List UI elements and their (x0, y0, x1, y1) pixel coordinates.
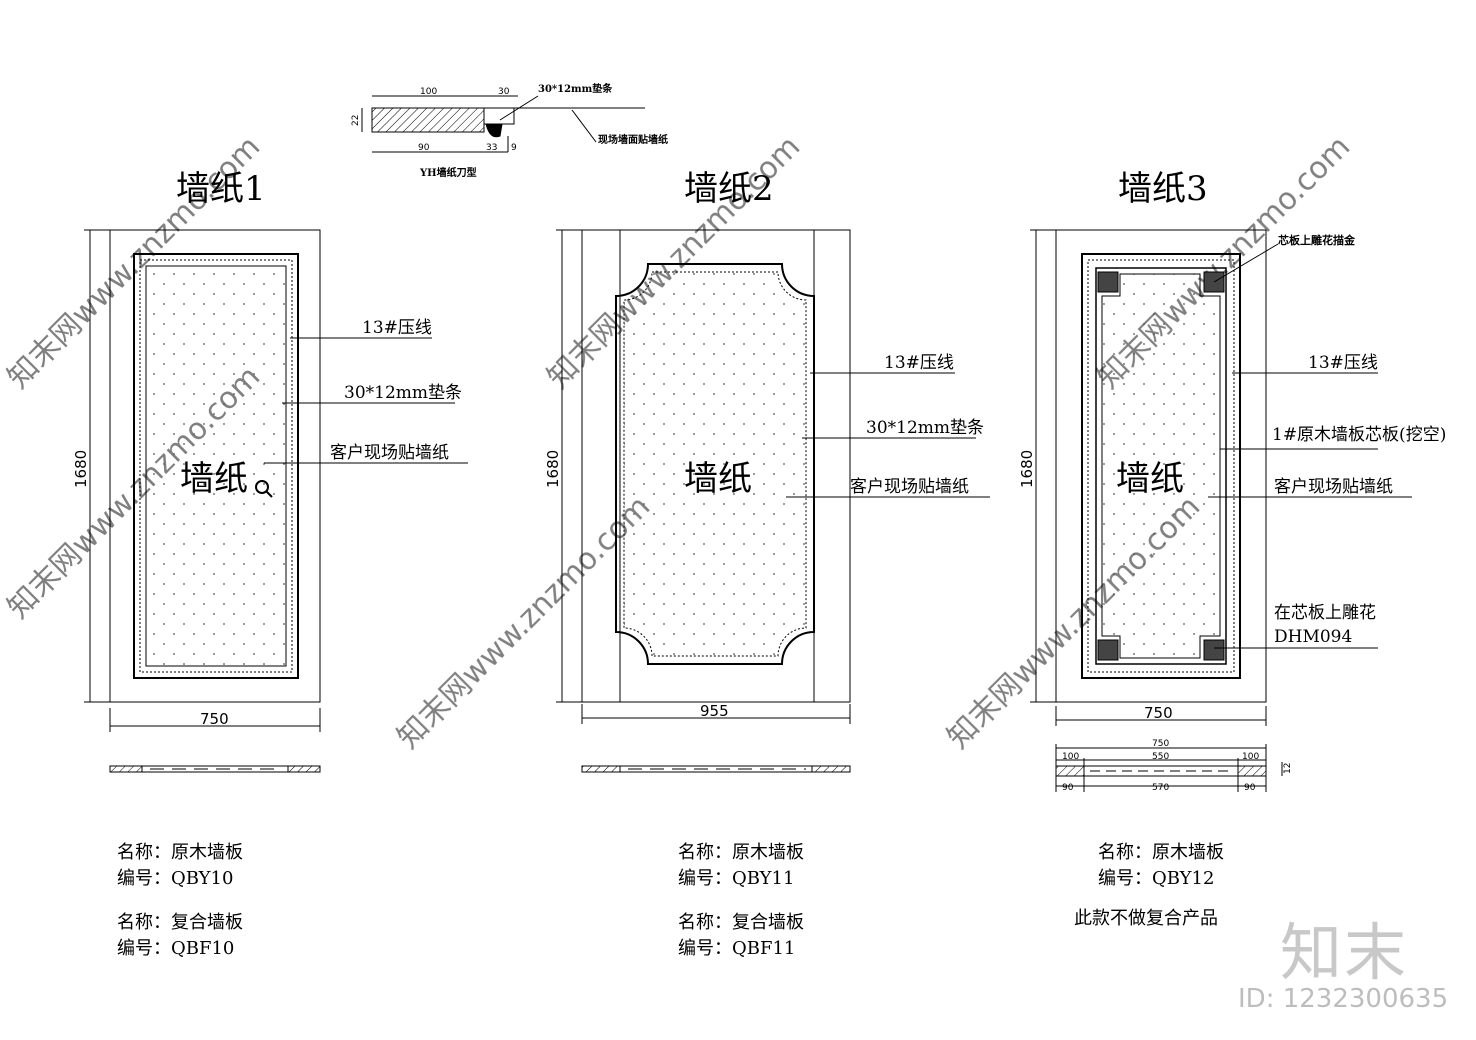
info-line: 编号：QBY11 (678, 868, 795, 889)
section-label-strip: 30*12mm垫条 (538, 82, 613, 95)
panel-2: 墙纸2 1680 955 墙纸 13#压线 30*12mm垫条 客户现场贴墙纸 (544, 169, 990, 773)
section-detail: 100 30 22 90 33 9 30*12mm垫条 现场墙面贴墙纸 YH墙纸… (351, 82, 668, 179)
info-block-1: 名称：原木墙板 编号：QBY10 名称：复合墙板 编号：QBF10 (117, 840, 243, 962)
panel-title: 墙纸2 (684, 169, 774, 209)
zoom-icon[interactable] (255, 480, 273, 498)
section-label-wall: 现场墙面贴墙纸 (598, 133, 668, 146)
section-dim: 100 (1062, 752, 1079, 762)
callout: 客户现场贴墙纸 (330, 443, 449, 463)
height-dim: 1680 (544, 450, 562, 488)
section-dim: 90 (1062, 783, 1074, 793)
callout: 13#压线 (362, 318, 432, 338)
center-label: 墙纸 (1116, 459, 1184, 499)
section-dim: 100 (1242, 752, 1259, 762)
section-dim: 12 (1283, 763, 1293, 774)
width-dim: 955 (700, 702, 729, 720)
info-line: 名称：复合墙板 (117, 912, 243, 933)
info-line: 此款不做复合产品 (1074, 908, 1218, 929)
info-line: 编号：QBF10 (117, 938, 235, 959)
callout: 芯板上雕花描金 (1278, 233, 1356, 247)
section-dim: 100 (420, 87, 437, 97)
info-line: 名称：原木墙板 (1098, 842, 1224, 863)
callout: 13#压线 (884, 353, 954, 373)
panel-1: 墙纸1 1680 750 墙纸 13#压线 30*12mm垫 (72, 169, 468, 773)
callout: 客户现场贴墙纸 (1274, 477, 1393, 497)
watermark-logo: 知末 (1280, 916, 1409, 989)
section-dim: 90 (418, 143, 430, 153)
panel-title: 墙纸1 (176, 169, 266, 209)
section-dim: 750 (1152, 739, 1169, 749)
callout: 1#原木墙板芯板(挖空) (1272, 425, 1446, 445)
watermark-text: 知末网www.znzmo.com (391, 489, 657, 755)
callout: DHM094 (1274, 627, 1352, 647)
section-dim: 30 (498, 87, 510, 97)
info-block-3: 名称：原木墙板 编号：QBY12 此款不做复合产品 (1074, 840, 1224, 932)
panel-title: 墙纸3 (1118, 169, 1208, 209)
section-dim: 90 (1244, 783, 1256, 793)
callout: 客户现场贴墙纸 (850, 477, 969, 497)
info-line: 编号：QBY12 (1098, 868, 1215, 889)
section-caption: YH墙纸刀型 (419, 166, 477, 179)
info-line: 名称：复合墙板 (678, 912, 804, 933)
panel-3: 墙纸3 (1018, 169, 1446, 793)
height-dim: 1680 (72, 450, 90, 488)
center-label: 墙纸 (180, 459, 248, 499)
width-dim: 750 (200, 710, 229, 728)
info-line: 名称：原木墙板 (678, 842, 804, 863)
callout: 30*12mm垫条 (344, 383, 462, 403)
info-line: 编号：QBY10 (117, 868, 234, 889)
section-dim: 22 (351, 115, 361, 126)
section-dim: 33 (486, 143, 497, 153)
center-label: 墙纸 (684, 459, 752, 499)
width-dim: 750 (1144, 704, 1173, 722)
height-dim: 1680 (1018, 450, 1036, 488)
callout: 13#压线 (1308, 353, 1378, 373)
callout: 在芯板上雕花 (1274, 603, 1376, 623)
info-line: 名称：原木墙板 (117, 842, 243, 863)
section-dim: 570 (1152, 783, 1169, 793)
callout: 30*12mm垫条 (866, 418, 984, 438)
info-block-2: 名称：原木墙板 编号：QBY11 名称：复合墙板 编号：QBF11 (678, 840, 804, 962)
section-dim: 9 (511, 143, 517, 153)
section-dim: 550 (1152, 752, 1169, 762)
watermark-id: ID: 1232300635 (1238, 984, 1449, 1014)
info-line: 编号：QBF11 (678, 938, 796, 959)
